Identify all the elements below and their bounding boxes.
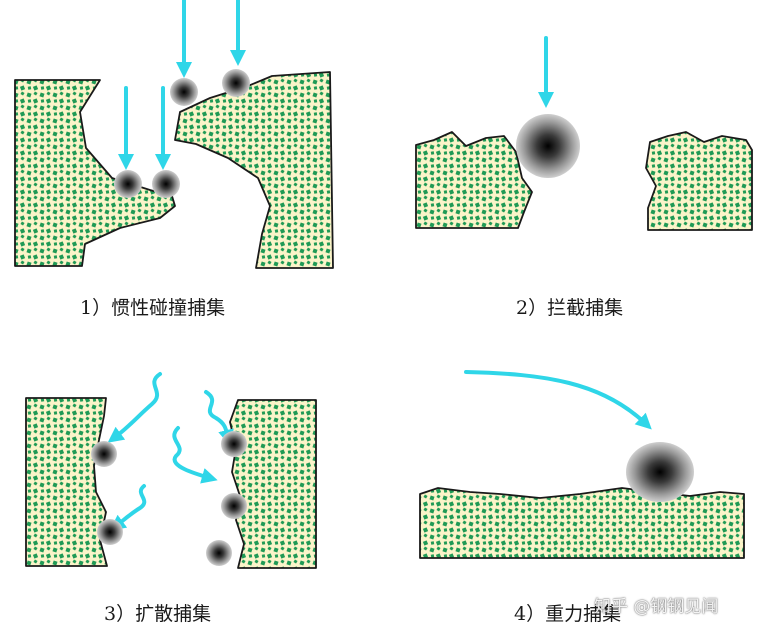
caption-inertial: 1）惯性碰撞捕集 [80, 297, 226, 319]
fiber-right-block [174, 71, 334, 269]
particle-1a [114, 170, 142, 198]
particle-2 [516, 114, 580, 178]
fiber-left-block [14, 79, 176, 267]
particle-3d [97, 519, 123, 545]
arrow-4 [464, 370, 652, 430]
arrow-3a [107, 372, 162, 443]
panel-interception [415, 36, 753, 231]
particle-1d [222, 69, 250, 97]
particle-3c [221, 493, 247, 519]
particle-1c [170, 78, 198, 106]
fiber-left-block-2 [415, 131, 533, 229]
panel-gravity [419, 370, 745, 559]
caption-gravity: 4）重力捕集 [514, 603, 622, 625]
arrow-3b [204, 390, 234, 446]
particle-3e [206, 540, 232, 566]
panel-diffusion [25, 372, 317, 569]
particle-3a [91, 441, 117, 467]
fiber-floor [419, 487, 745, 559]
arrow-3d [109, 484, 147, 531]
caption-interception: 2）拦截捕集 [516, 297, 624, 319]
arrow-3c [172, 426, 218, 484]
fiber-left-wall [25, 397, 108, 567]
fiber-right-block-2 [645, 131, 753, 231]
particle-4 [626, 442, 694, 502]
particle-3b [221, 431, 247, 457]
particle-1b [152, 170, 180, 198]
panel-inertial [14, 0, 334, 269]
watermark-text: 知乎 @钢钢见闻 [594, 597, 719, 617]
fiber-right-wall [229, 399, 317, 569]
caption-diffusion: 3）扩散捕集 [104, 603, 212, 625]
